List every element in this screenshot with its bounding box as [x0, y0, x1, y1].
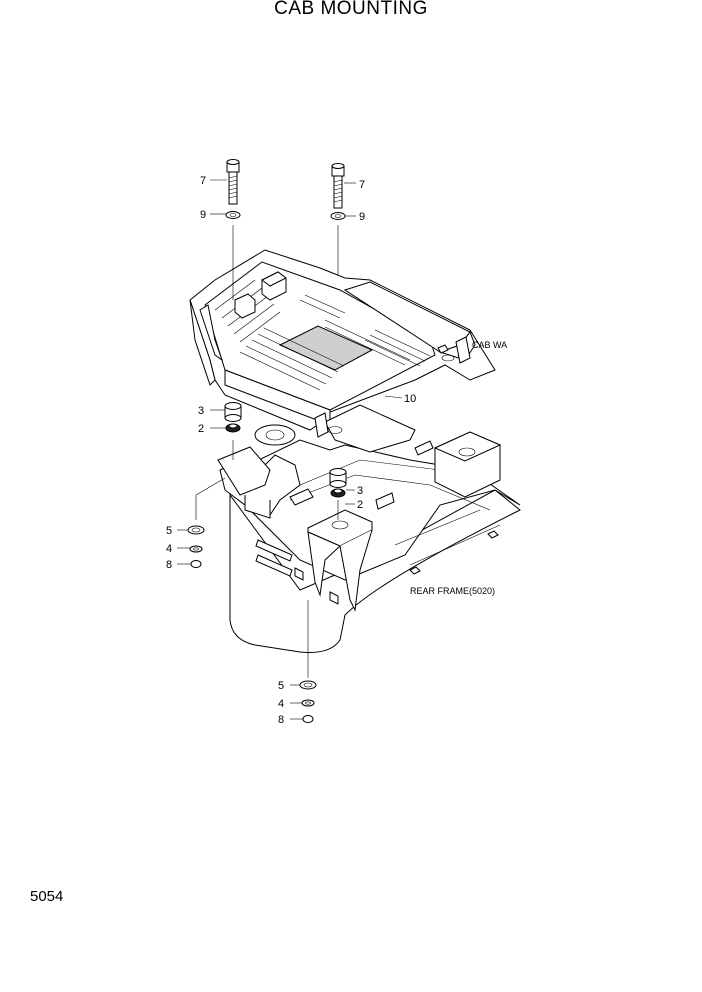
washer-4-lower — [301, 699, 315, 707]
cab-floor-plate — [189, 249, 496, 453]
callout-5-upper: 5 — [166, 525, 172, 537]
washer-4-upper — [189, 545, 203, 553]
callout-4-lower: 4 — [278, 698, 284, 710]
rear-frame — [217, 424, 521, 653]
bolt-7-left — [226, 159, 240, 205]
callout-4-upper: 4 — [166, 543, 172, 555]
callout-7-left: 7 — [200, 175, 206, 187]
page-title: CAB MOUNTING — [274, 0, 428, 19]
callout-9-right: 9 — [359, 211, 365, 223]
bolt-7-right — [331, 163, 345, 209]
callout-10: 10 — [404, 393, 416, 405]
nut-8-upper — [190, 560, 202, 568]
callout-8-lower: 8 — [278, 714, 284, 726]
washer-5-upper — [187, 525, 205, 535]
rubber-mount-3-right — [329, 468, 347, 488]
leader-lines — [195, 225, 339, 678]
page-number: 5054 — [30, 888, 64, 905]
washer-2-left — [225, 423, 241, 433]
callout-9-left: 9 — [200, 209, 206, 221]
washer-9-right — [330, 212, 346, 220]
washer-2-right — [330, 488, 346, 498]
washer-9-left — [225, 211, 241, 219]
callout-cab-wa: CAB WA — [472, 340, 507, 350]
callout-7-right: 7 — [359, 179, 365, 191]
callout-8-upper: 8 — [166, 559, 172, 571]
nut-8-lower — [302, 715, 314, 723]
callout-3-left: 3 — [198, 405, 204, 417]
callout-3-right: 3 — [357, 485, 363, 497]
callout-5-lower: 5 — [278, 680, 284, 692]
rubber-mount-3-left — [224, 402, 242, 422]
callout-2-left: 2 — [198, 423, 204, 435]
callout-2-right: 2 — [357, 499, 363, 511]
callout-leaders — [177, 179, 403, 720]
washer-5-lower — [299, 680, 317, 690]
callout-rear-frame: REAR FRAME(5020) — [410, 586, 495, 596]
